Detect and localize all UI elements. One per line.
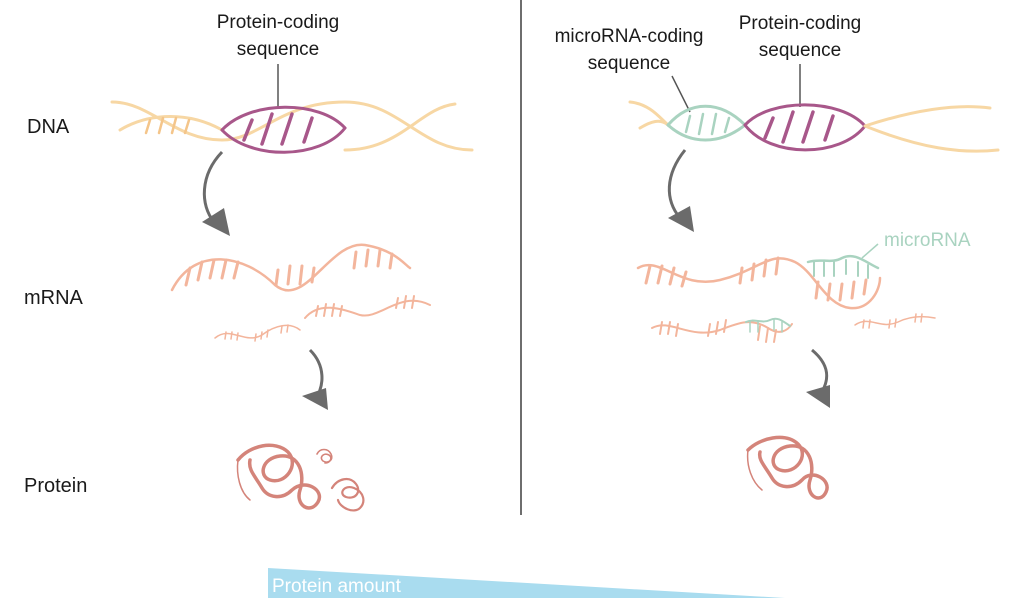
mirna-label: microRNA	[884, 230, 971, 251]
row-label-protein: Protein	[24, 475, 87, 497]
left-gene-label-line2: sequence	[237, 39, 319, 60]
right-mrna-molecules	[636, 243, 936, 343]
row-label-mrna: mRNA	[24, 287, 84, 309]
right-dna-helix	[628, 100, 1000, 153]
right-mirna-gene-pointer	[671, 75, 691, 113]
left-protein-small	[316, 448, 333, 464]
right-protein	[746, 435, 829, 500]
row-label-dna: DNA	[27, 116, 70, 138]
right-gene-label-line1: Protein-coding	[739, 13, 862, 34]
right-arrow-translation	[806, 348, 830, 408]
left-protein-large	[236, 443, 322, 510]
left-gene-label-line1: Protein-coding	[217, 12, 340, 33]
left-mrna-molecules	[170, 243, 431, 342]
right-mirna-gene-label-line1: microRNA-coding	[555, 26, 704, 47]
left-dna-helix	[110, 100, 474, 154]
left-arrow-transcription	[202, 150, 230, 236]
left-arrow-translation	[302, 348, 328, 410]
mirna-pointer	[861, 243, 879, 259]
left-protein-medium	[330, 478, 365, 512]
protein-amount-bar	[268, 568, 785, 598]
protein-amount-label: Protein amount	[272, 576, 402, 597]
right-mirna-gene-label-line2: sequence	[588, 53, 670, 74]
right-arrow-transcription	[667, 149, 694, 232]
right-gene-label-line2: sequence	[759, 40, 841, 61]
